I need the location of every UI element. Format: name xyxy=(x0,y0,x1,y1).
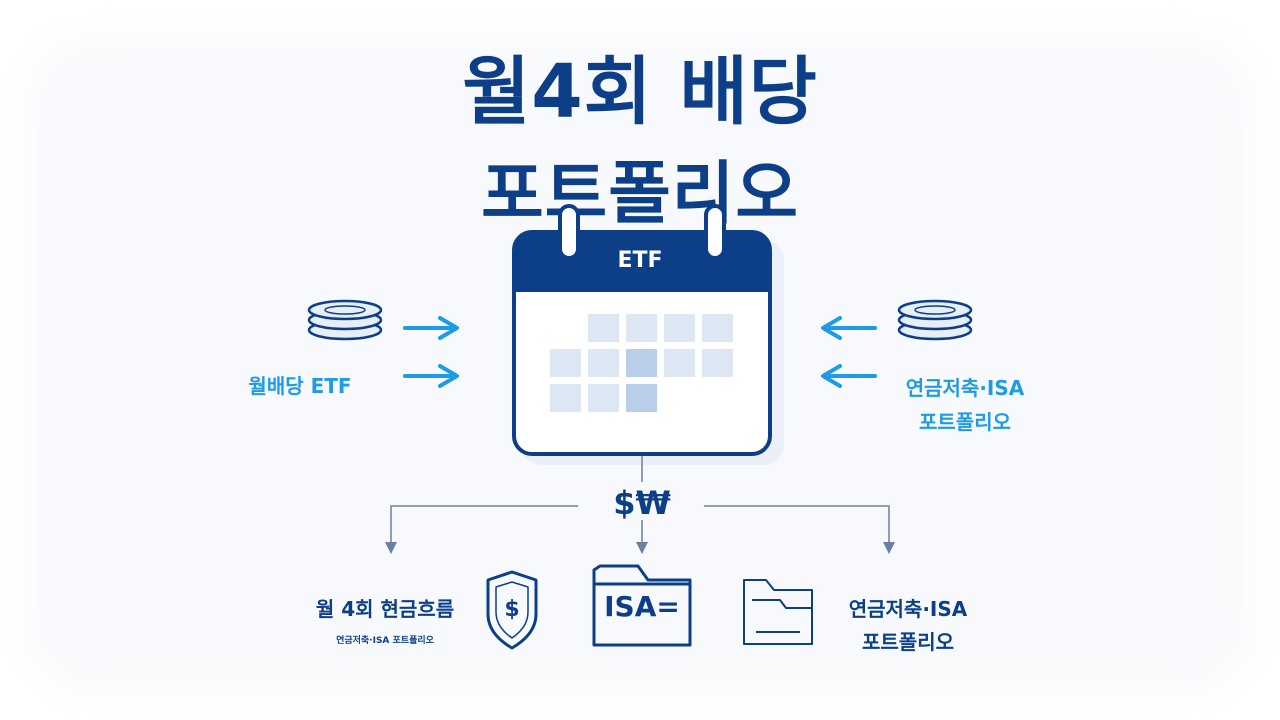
arrow-right-icon xyxy=(403,316,459,340)
coin-stack-icon xyxy=(307,299,383,341)
shield-dollar-icon: $ xyxy=(486,570,538,650)
right-label-line2: 포트폴리오 xyxy=(919,410,1011,434)
page-title: 월4회 배당 xyxy=(462,49,818,135)
calendar-header: ETF xyxy=(617,248,663,273)
arrow-right-icon xyxy=(403,364,459,388)
right-label-line1: 연금저축·ISA xyxy=(905,376,1025,400)
cashflow-subtitle: 연금저축·ISA 포트폴리오 xyxy=(336,636,434,646)
flow-connectors xyxy=(385,456,895,554)
page-subtitle: 포트폴리오 xyxy=(481,155,799,234)
cashflow-title: 월 4회 현금흐름 xyxy=(315,597,455,621)
bottom-right-label-line1: 연금저축·ISA xyxy=(848,597,968,621)
currency-symbol: $₩ xyxy=(613,484,671,522)
folder-icon xyxy=(592,564,692,647)
coin-stack-icon xyxy=(897,299,973,341)
svg-text:$: $ xyxy=(504,597,519,622)
document-folder-icon xyxy=(743,579,813,645)
bottom-right-label-line2: 포트폴리오 xyxy=(862,630,954,654)
folder-label: ISA= xyxy=(604,590,680,623)
calendar-icon xyxy=(512,204,784,465)
left-label: 월배당 ETF xyxy=(248,374,352,398)
arrow-left-icon xyxy=(821,364,877,388)
arrow-left-icon xyxy=(821,316,877,340)
